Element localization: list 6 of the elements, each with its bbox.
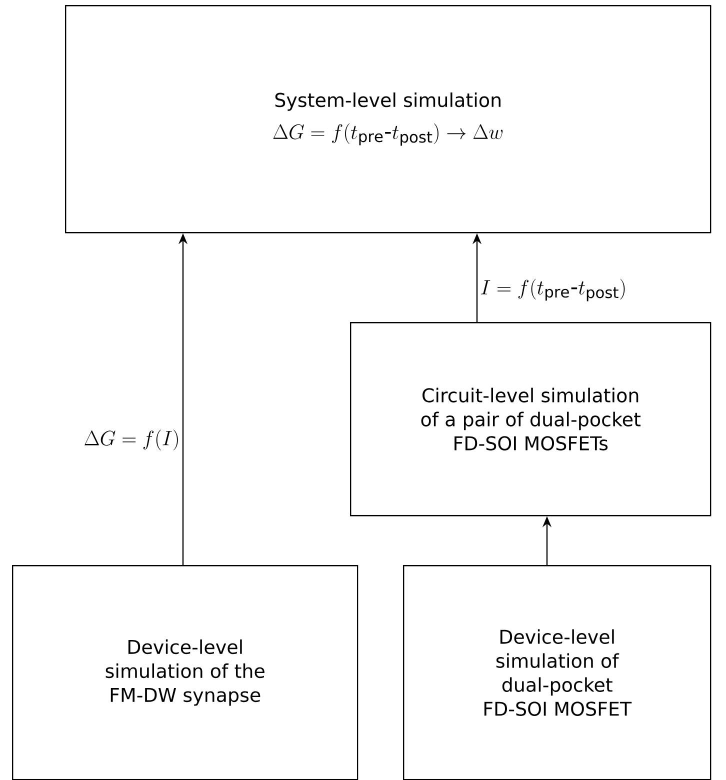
edge-label: $\Delta G = f(I)$ [82,428,181,452]
edge-label: $I = f(t_{\mathrm{pre}}\text{-}t_{\mathrm{post}})$ [479,278,628,302]
process-box: Circuit-level simulation of a pair of dual-pocket FD-SOI MOSFETs [350,322,712,516]
process-box: System-level simulation $\Delta G = f(t_{\mathrm{pre}}\text{-}t_{\mathrm{post}})\rightarrow\Delta w$ [65,5,712,234]
process-box: Device-level simulation of dual-pocket FD-SOI MOSFET [403,565,712,780]
process-box: Device-level simulation of the FM-DW synapse [12,565,358,780]
